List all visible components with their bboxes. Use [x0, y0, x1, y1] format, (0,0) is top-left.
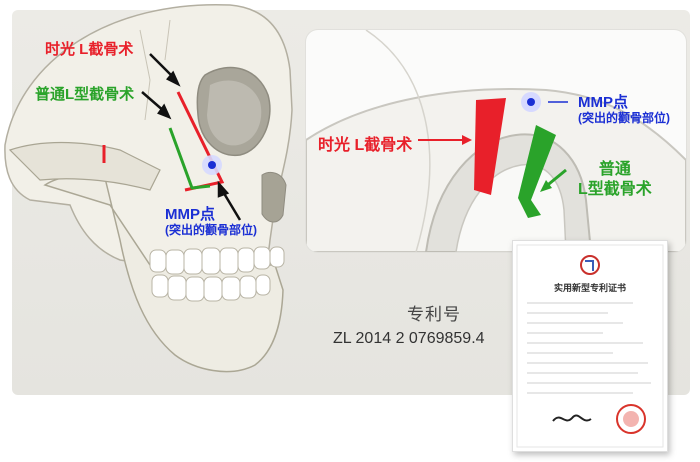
certificate-logo: [580, 255, 600, 275]
detail-mmp-title: MMP点: [578, 94, 628, 111]
detail-drawing: [306, 30, 686, 252]
mmp-point-label: MMP点 (突出的颧骨部位): [165, 206, 257, 238]
detail-inset: [306, 30, 686, 252]
skull-drawing: [4, 4, 293, 373]
detail-mmp-point: [527, 98, 535, 106]
green-l-cut-line: [168, 127, 211, 190]
patent-certificate: 实用新型专利证书: [512, 240, 668, 452]
certificate-title: 实用新型专利证书: [553, 283, 626, 293]
mmp-point: [208, 161, 216, 169]
detail-normal-line1: 普通: [598, 161, 631, 178]
detail-shiguang-l-label: 时光 L截骨术: [318, 137, 413, 154]
normal-l-osteotomy-label: 普通L型截骨术: [35, 86, 135, 103]
certificate-seal: [616, 404, 646, 434]
detail-normal-l-label: 普通 L型截骨术: [578, 160, 652, 200]
detail-red-cut: [474, 98, 506, 195]
detail-mmp-subtitle: (突出的颧骨部位): [578, 111, 670, 125]
detail-normal-line2: L型截骨术: [578, 181, 652, 198]
upper-teeth: [149, 246, 285, 275]
patent-title: 专利号: [407, 305, 461, 324]
lower-teeth: [151, 274, 271, 302]
mmp-subtitle: (突出的颧骨部位): [165, 223, 257, 237]
certificate-graphics: [516, 244, 664, 448]
mmp-title: MMP点: [165, 206, 215, 223]
certificate-signature: [552, 414, 592, 422]
shiguang-l-osteotomy-label: 时光 L截骨术: [45, 41, 134, 58]
skull-illustration: [0, 0, 300, 400]
detail-green-cut: [518, 125, 556, 218]
patent-number: ZL 2014 2 0769859.4: [333, 330, 485, 347]
detail-mmp-label: MMP点 (突出的颧骨部位): [578, 94, 670, 126]
